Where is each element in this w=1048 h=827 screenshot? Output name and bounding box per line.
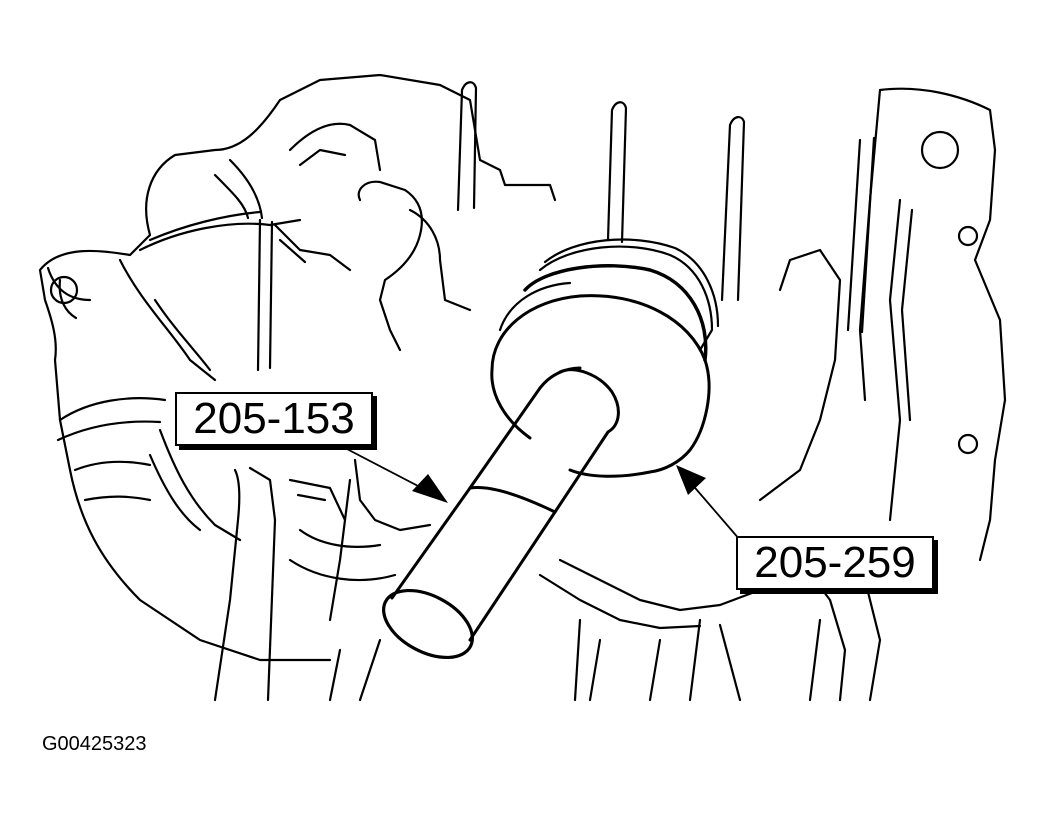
callout-label-205-153: 205-153 xyxy=(175,392,373,446)
seal-installer-edge xyxy=(490,368,652,478)
bolt-hole-right-mid xyxy=(957,225,979,247)
arrow-205-153 xyxy=(412,474,448,503)
seal-installer-face xyxy=(490,294,711,474)
housing-rib-5 xyxy=(288,122,382,172)
lower-casting-5 xyxy=(538,558,762,630)
lower-casting-3 xyxy=(343,458,432,532)
housing-rib-1 xyxy=(118,258,217,382)
housing-rib-3 xyxy=(256,218,274,372)
lower-casting-8 xyxy=(328,638,382,702)
handle-lower-right xyxy=(468,510,557,642)
housing-rib-6 xyxy=(213,158,264,220)
housing-outline-right xyxy=(858,87,1007,562)
handle-end-cap xyxy=(382,588,474,660)
bolt-hole-right-top xyxy=(920,130,960,170)
upper-rib-2 xyxy=(606,101,628,244)
leader-line-205-259 xyxy=(689,481,741,541)
seal-ring xyxy=(523,264,708,362)
housing-rib-right-1 xyxy=(888,198,914,522)
housing-rib-2 xyxy=(138,210,302,252)
housing-flange-left xyxy=(46,266,92,320)
housing-rib-7 xyxy=(408,208,472,312)
housing-rib-right-2 xyxy=(758,248,842,502)
lower-casting-6 xyxy=(573,618,742,702)
lower-casting-2 xyxy=(288,478,347,622)
upper-rib-3 xyxy=(720,116,746,302)
bolt-hole-right-low xyxy=(957,433,979,455)
seal-bore-back xyxy=(498,281,572,332)
handle-side-upper xyxy=(538,366,582,390)
housing-rib-9 xyxy=(56,397,167,442)
housing-rib-10 xyxy=(73,460,152,502)
lower-casting-1 xyxy=(213,466,277,702)
housing-outline-left xyxy=(38,73,557,662)
housing-boss xyxy=(357,180,423,352)
handle-side-left xyxy=(468,386,542,490)
arrow-205-259 xyxy=(676,465,706,495)
handle-side-right xyxy=(553,430,610,514)
lower-casting-4 xyxy=(288,528,397,582)
handle-band xyxy=(468,485,557,514)
handle-lower-left xyxy=(390,486,472,600)
housing-rib-8 xyxy=(148,428,242,542)
bolt-hole-left xyxy=(49,275,79,305)
callout-label-205-259: 205-259 xyxy=(736,536,934,590)
seal-bore-outer xyxy=(538,245,714,352)
seal-bore-inner xyxy=(543,238,720,328)
leader-line-205-153 xyxy=(344,447,421,488)
housing-rib-4 xyxy=(273,223,352,272)
handle-top-cap xyxy=(558,368,620,434)
figure-id: G00425323 xyxy=(42,733,147,755)
upper-rib-1 xyxy=(456,81,478,212)
